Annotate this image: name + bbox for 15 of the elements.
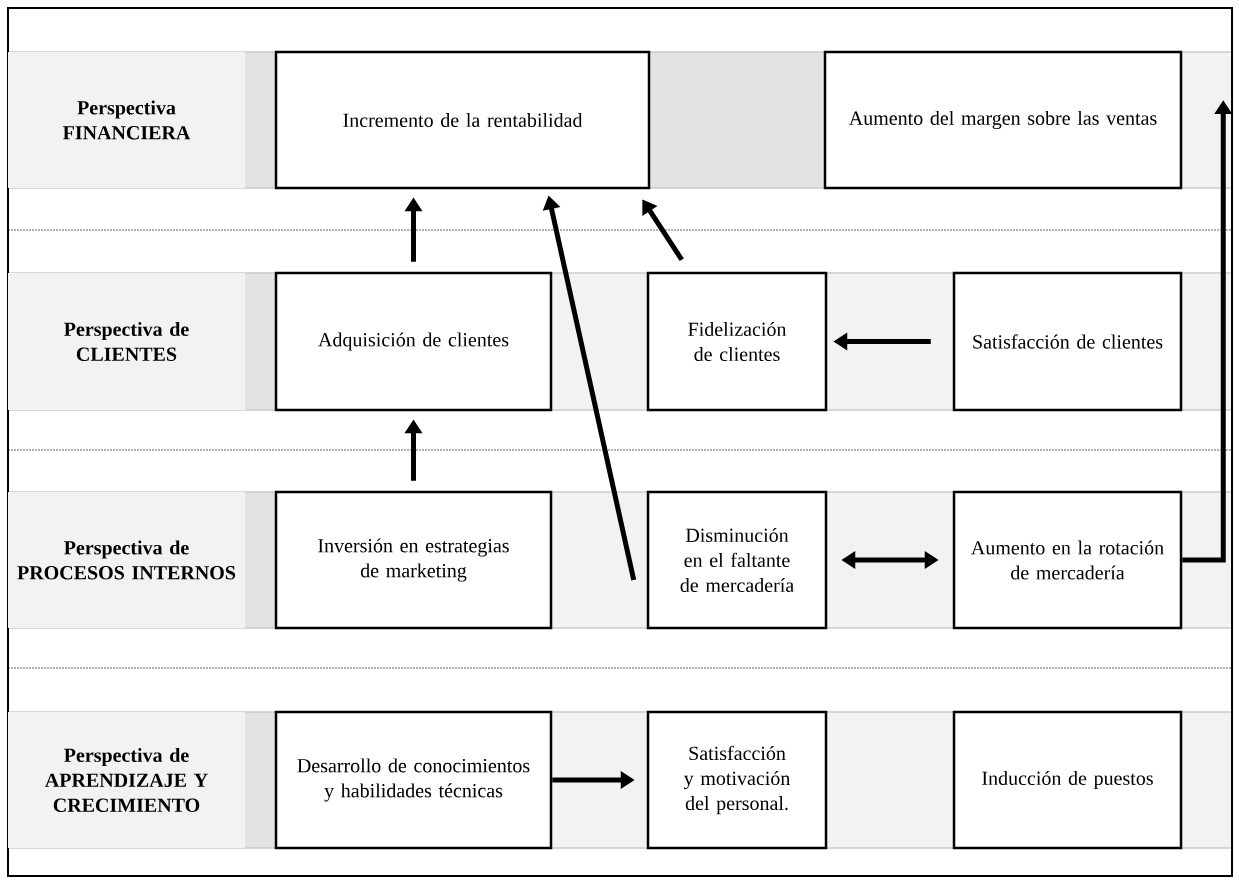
perspective-header: Perspectiva de CLIENTES (8, 273, 245, 410)
objective-box: Adquisición de clientes (274, 271, 553, 412)
objective-box: Satisfacción y motivación del personal. (646, 710, 828, 850)
objective-box: Incremento de la rentabilidad (274, 50, 651, 190)
perspective-header: Perspectiva de PROCESOS INTERNOS (8, 492, 245, 628)
objective-box: Fidelización de clientes (646, 271, 828, 412)
objective-box: Disminución en el faltante de mercadería (646, 490, 828, 630)
objective-box: Satisfacción de clientes (952, 271, 1183, 412)
objective-box: Inversión en estrategias de marketing (274, 490, 553, 630)
perspective-header: Perspectiva de APRENDIZAJE Y CRECIMIENTO (8, 712, 245, 848)
objective-box: Inducción de puestos (952, 710, 1183, 850)
objective-box: Aumento del margen sobre las ventas (823, 50, 1183, 190)
perspective-header: Perspectiva FINANCIERA (8, 52, 245, 188)
objective-box: Desarrollo de conocimientos y habilidades técnicas (274, 710, 553, 850)
objective-box: Aumento en la rotación de mercadería (952, 490, 1183, 630)
